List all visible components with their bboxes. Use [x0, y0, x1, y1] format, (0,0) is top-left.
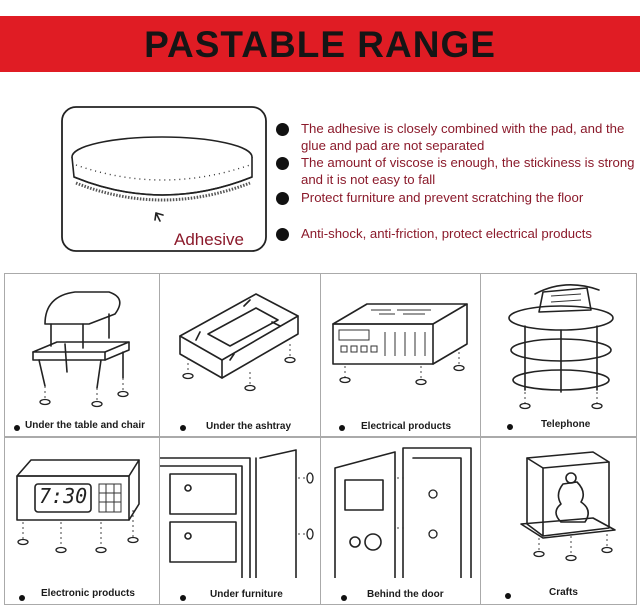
usage-label: Behind the door: [367, 589, 444, 600]
usage-label: Electronic products: [41, 588, 135, 599]
bullet-icon: [276, 228, 289, 241]
usage-cell-ashtray: Under the ashtray: [159, 273, 321, 437]
adhesive-label: Adhesive: [174, 230, 244, 249]
felt-pad-icon: [61, 106, 267, 252]
amplifier-icon: [332, 303, 468, 386]
usage-label: Under the ashtray: [206, 421, 292, 432]
bullet-icon: [180, 425, 186, 431]
clock-display: 7:30: [39, 484, 88, 508]
feature-text: Anti-shock, anti-friction, protect elect…: [301, 226, 592, 241]
feature-item: Protect furniture and prevent scratching…: [276, 189, 583, 206]
craft-case-icon: [520, 451, 616, 562]
usage-label: Telephone: [541, 419, 591, 430]
usage-cell-electrical: Electrical products: [320, 273, 481, 437]
bullet-icon: [180, 595, 186, 601]
usage-label: Under the table and chair: [25, 420, 146, 431]
usage-cell-electronic: 7:30 Electronic products: [4, 437, 160, 605]
bullet-icon: [339, 425, 345, 431]
feature-text: Protect furniture and prevent scratching…: [301, 190, 584, 205]
clock-icon: [16, 459, 140, 554]
title-banner: PASTABLE RANGE: [0, 16, 640, 72]
table-chair-icon: [32, 291, 130, 408]
bullet-icon: [276, 192, 289, 205]
feature-text: The adhesive is closely combined with th…: [301, 121, 625, 153]
bullet-icon: [14, 425, 20, 431]
adhesive-pad-illustration: [60, 105, 268, 255]
feature-item: The adhesive is closely combined with th…: [276, 120, 636, 154]
safe-door-icon: [334, 447, 472, 579]
feature-item: Anti-shock, anti-friction, protect elect…: [276, 225, 592, 242]
ashtray-icon: [179, 293, 299, 392]
usage-label: Electrical products: [361, 421, 452, 432]
usage-cell-crafts: Crafts: [480, 437, 637, 605]
bullet-icon: [276, 157, 289, 170]
usage-label: Under furniture: [210, 589, 283, 600]
usage-grid: Under the table and chair Under the asht…: [4, 273, 637, 605]
bullet-icon: [276, 123, 289, 136]
bullet-icon: [507, 424, 513, 430]
telephone-icon: [508, 284, 614, 410]
usage-cell-furniture: Under furniture: [159, 437, 321, 605]
bullet-icon: [19, 595, 25, 601]
usage-cell-telephone: Telephone: [480, 273, 637, 437]
bullet-icon: [341, 595, 347, 601]
usage-cell-door: Behind the door: [320, 437, 481, 605]
feature-item: The amount of viscose is enough, the sti…: [276, 154, 636, 188]
usage-cell-table-chair: Under the table and chair: [4, 273, 160, 437]
banner-title: PASTABLE RANGE: [144, 24, 496, 65]
usage-label: Crafts: [549, 587, 578, 598]
feature-text: The amount of viscose is enough, the sti…: [301, 155, 635, 187]
cabinet-icon: [159, 449, 314, 579]
bullet-icon: [505, 593, 511, 599]
